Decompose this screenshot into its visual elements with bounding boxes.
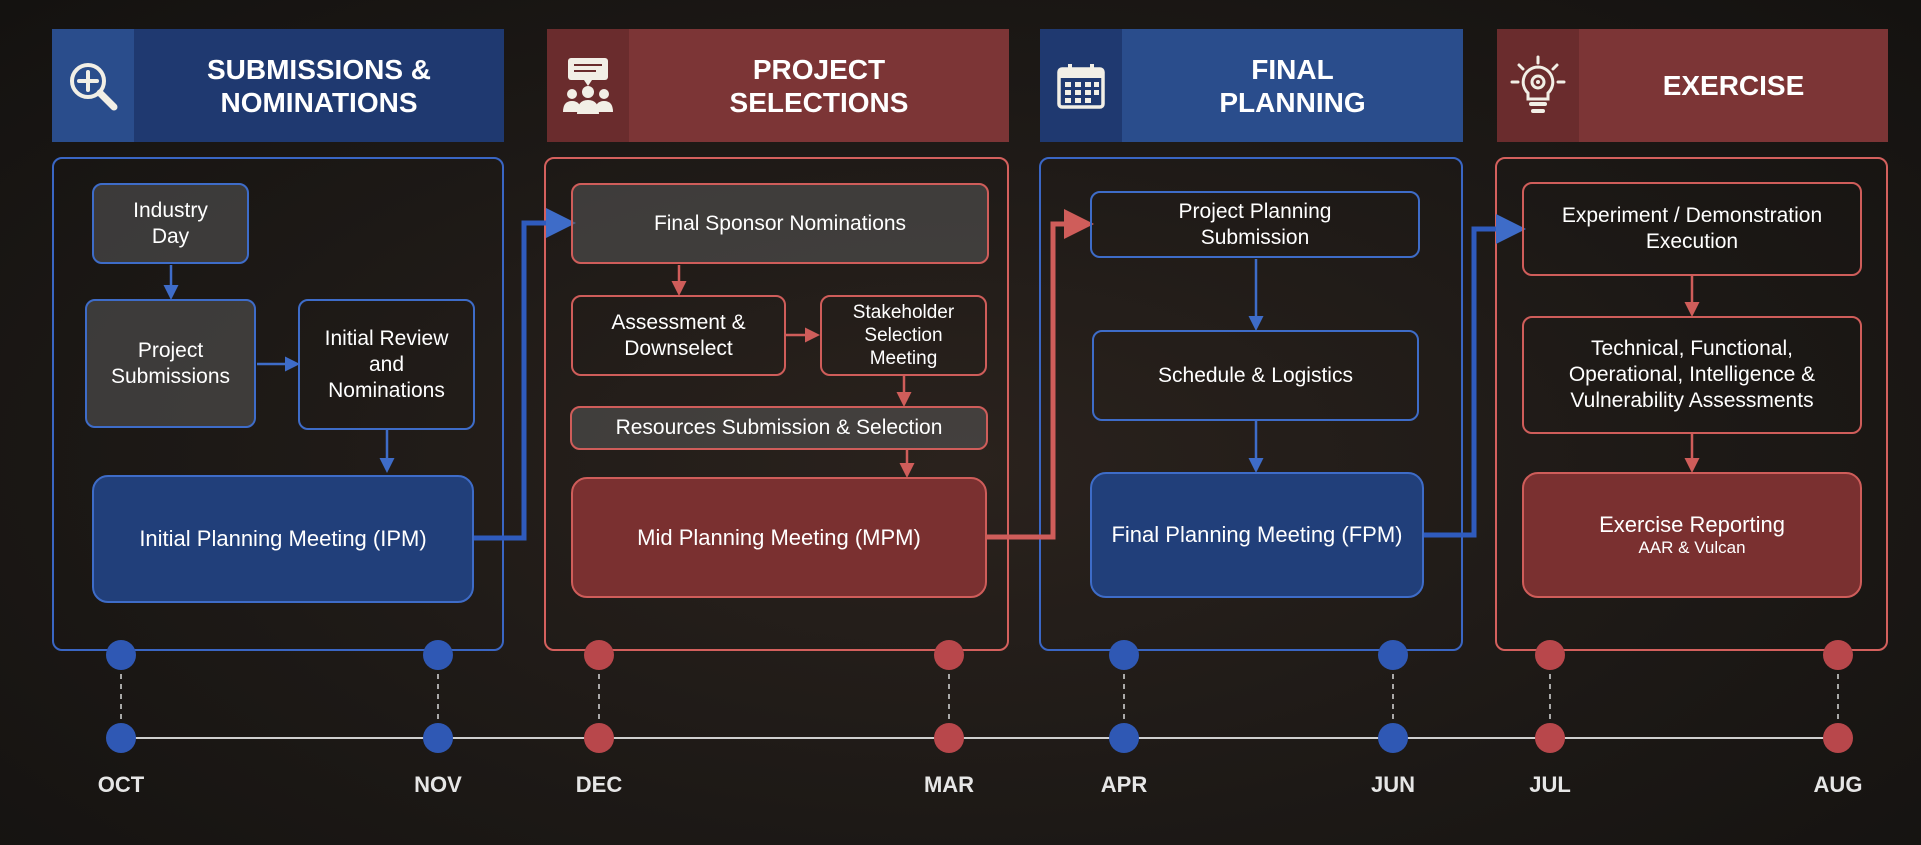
timeline-month-label: JUN [1370,772,1415,797]
timeline-dot [1109,723,1139,753]
timeline-dot [584,723,614,753]
phase-marker-dot [1535,640,1565,670]
phase-marker-dot [1378,640,1408,670]
phase-3-title: Final Planning [1122,29,1463,142]
box-project-submissions: Project Submissions [85,299,256,428]
phase-2-title: Project Selections [629,29,1009,142]
box-mpm: Mid Planning Meeting (MPM) [571,477,987,598]
timeline-dot [106,723,136,753]
phase-marker-dot [934,640,964,670]
phase-4-icon-tile [1497,29,1579,142]
timeline-dot [1378,723,1408,753]
phase-1-icon-tile [52,29,134,142]
timeline-month-label: OCT [97,772,145,797]
timeline-month-label: NOV [414,772,462,797]
phase-marker-dot [584,640,614,670]
timeline-dot [1535,723,1565,753]
phase-4-title: Exercise [1579,29,1888,142]
phase-marker-dot [106,640,136,670]
timeline-month-label: JUL [1529,772,1571,797]
calendar-icon [1057,63,1105,109]
box-industry-day: Industry Day [92,183,249,264]
arrow-mpm-to-planning [987,209,1094,540]
box-project-planning: Project Planning Submission [1090,191,1420,258]
phase-1-title: Submissions & Nominations [134,29,504,142]
meeting-presentation-icon [563,57,613,114]
timeline-month-label: AUG [1813,772,1863,797]
phase-4-panel [1495,157,1888,651]
timeline-dot [1823,723,1853,753]
phase-3-panel [1039,157,1463,651]
box-reporting: Exercise Reporting AAR & Vulcan [1522,472,1862,598]
timeline-month-label: DEC [575,772,623,797]
phase-3-icon-tile [1040,29,1122,142]
phase-marker-dot [1823,640,1853,670]
phase-marker-dot [1109,640,1139,670]
box-initial-review: Initial Review and Nominations [298,299,475,430]
timeline-dot [423,723,453,753]
box-fpm: Final Planning Meeting (FPM) [1090,472,1424,598]
arrow-ipm-to-sponsor [474,208,576,541]
timeline-dot [934,723,964,753]
box-experiment: Experiment / Demonstration Execution [1522,182,1862,276]
phase-2-icon-tile [547,29,629,142]
lightbulb-gear-icon [1510,55,1566,113]
phase-2-panel [544,157,1009,651]
box-ipm: Initial Planning Meeting (IPM) [92,475,474,603]
box-stakeholder: Stakeholder Selection Meeting [820,295,987,376]
box-assessments: Technical, Functional, Operational, Inte… [1522,316,1862,434]
phase-marker-dot [423,640,453,670]
box-resources: Resources Submission & Selection [570,406,988,450]
box-schedule: Schedule & Logistics [1092,330,1419,421]
box-assessment: Assessment & Downselect [571,295,786,376]
box-final-sponsor: Final Sponsor Nominations [571,183,989,264]
box-reporting-subtitle: AAR & Vulcan [1638,538,1746,557]
box-reporting-title: Exercise Reporting [1599,512,1785,537]
magnifier-plus-icon [70,62,118,110]
timeline-month-label: MAR [923,772,975,797]
timeline-month-label: APR [1100,772,1148,797]
arrow-fpm-to-experiment [1424,214,1526,538]
phase-1-panel [52,157,504,651]
